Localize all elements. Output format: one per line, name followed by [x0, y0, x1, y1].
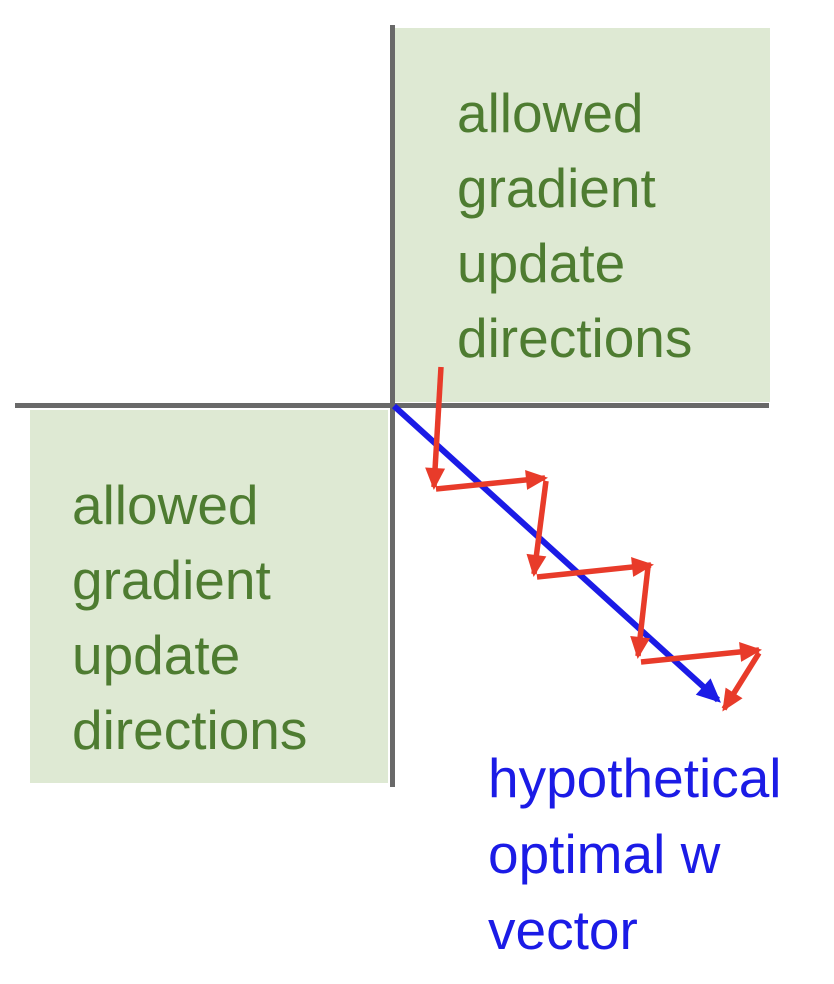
caption-line: vector: [488, 899, 638, 961]
box-label-line: update: [72, 624, 241, 686]
red-arrow-segment: [425, 366, 446, 490]
optimal-w-vector-arrow: [391, 403, 721, 703]
caption-line: optimal w: [488, 823, 721, 885]
box-label-line: allowed: [457, 82, 644, 144]
red-arrow-segment: [526, 480, 549, 577]
allowed-directions-label-top-right: allowed gradient update directions: [457, 76, 692, 376]
box-label-line: update: [457, 232, 626, 294]
optimal-w-caption: hypothetical optimal w vector: [488, 740, 782, 968]
box-label-line: allowed: [72, 474, 259, 536]
red-arrow-segment: [536, 557, 654, 580]
box-label-line: directions: [72, 699, 308, 761]
box-label-line: gradient: [72, 549, 271, 611]
caption-line: hypothetical: [488, 747, 782, 809]
box-label-line: directions: [457, 307, 693, 369]
allowed-directions-label-bottom-left: allowed gradient update directions: [72, 468, 307, 768]
red-arrow-segment: [630, 566, 651, 659]
red-arrow-segment: [721, 651, 762, 712]
box-label-line: gradient: [457, 157, 656, 219]
allowed-directions-box-bottom-left: [30, 410, 388, 783]
red-arrow-segment: [435, 469, 548, 492]
allowed-directions-box-top-right: [394, 28, 770, 402]
gradient-update-zigzag-arrows: [425, 366, 762, 712]
red-arrow-segment: [640, 641, 762, 665]
